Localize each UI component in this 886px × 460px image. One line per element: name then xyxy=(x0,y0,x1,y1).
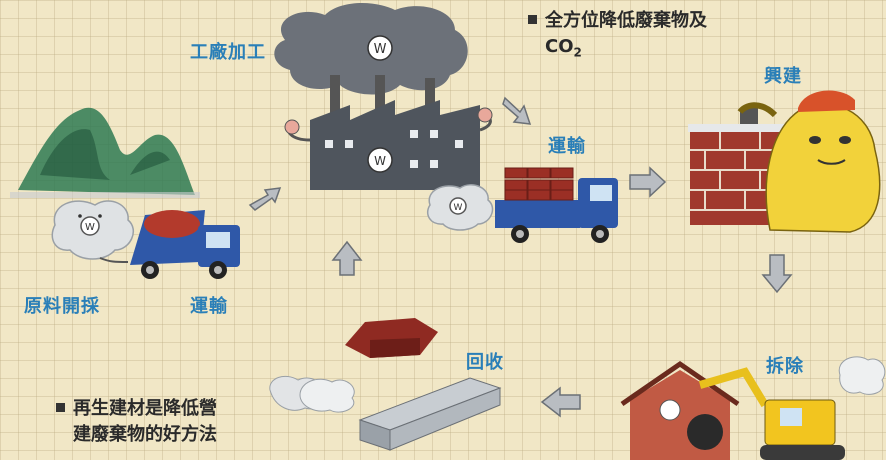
arrow-transport-to-build-icon xyxy=(629,166,667,198)
mountain-illustration xyxy=(10,107,200,198)
recycled-materials-icon xyxy=(269,318,502,451)
label-recycle: 回收 xyxy=(466,352,504,373)
label-mining: 原料開採 xyxy=(24,296,100,317)
label-factory: 工廠加工 xyxy=(190,42,266,63)
note-bottom-line1: 再生建材是降低營 xyxy=(73,398,217,419)
note-bottom-line2: 建廢棄物的好方法 xyxy=(73,424,217,445)
label-construction: 興建 xyxy=(764,66,802,87)
note-top-line1: 全方位降低廢棄物及 xyxy=(545,10,707,31)
svg-text:W: W xyxy=(374,154,386,168)
note-top-co: CO xyxy=(545,36,574,57)
flow-arrows xyxy=(248,96,793,418)
arrow-factory-to-transport-icon xyxy=(502,96,532,125)
note-top-co-subscript: 2 xyxy=(573,45,582,60)
bullet-icon xyxy=(56,402,65,412)
label-demolition: 拆除 xyxy=(766,356,804,377)
arrow-recycle-to-factory-icon xyxy=(331,240,363,276)
brick-truck-icon: W xyxy=(426,167,618,243)
demolition-scene-icon xyxy=(620,356,886,460)
label-transport-2: 運輸 xyxy=(548,136,586,157)
arrow-demolish-to-recycle-icon xyxy=(540,386,581,418)
svg-text:W: W xyxy=(85,222,95,233)
factory-icon: W W xyxy=(274,3,493,190)
note-top: 全方位降低廢棄物及 CO2 xyxy=(528,8,707,66)
bullet-icon xyxy=(528,14,537,24)
label-transport-1: 運輸 xyxy=(190,296,228,317)
arrow-build-to-demolish-icon xyxy=(761,254,793,294)
emission-cloud-icon: W xyxy=(51,200,134,260)
svg-text:W: W xyxy=(454,203,463,213)
dump-truck-icon xyxy=(99,210,240,279)
svg-text:W: W xyxy=(374,42,387,57)
construction-scene-icon xyxy=(688,90,881,233)
arrow-mining-to-factory-icon xyxy=(248,187,282,211)
note-bottom: 再生建材是降低營 建廢棄物的好方法 xyxy=(56,396,217,448)
